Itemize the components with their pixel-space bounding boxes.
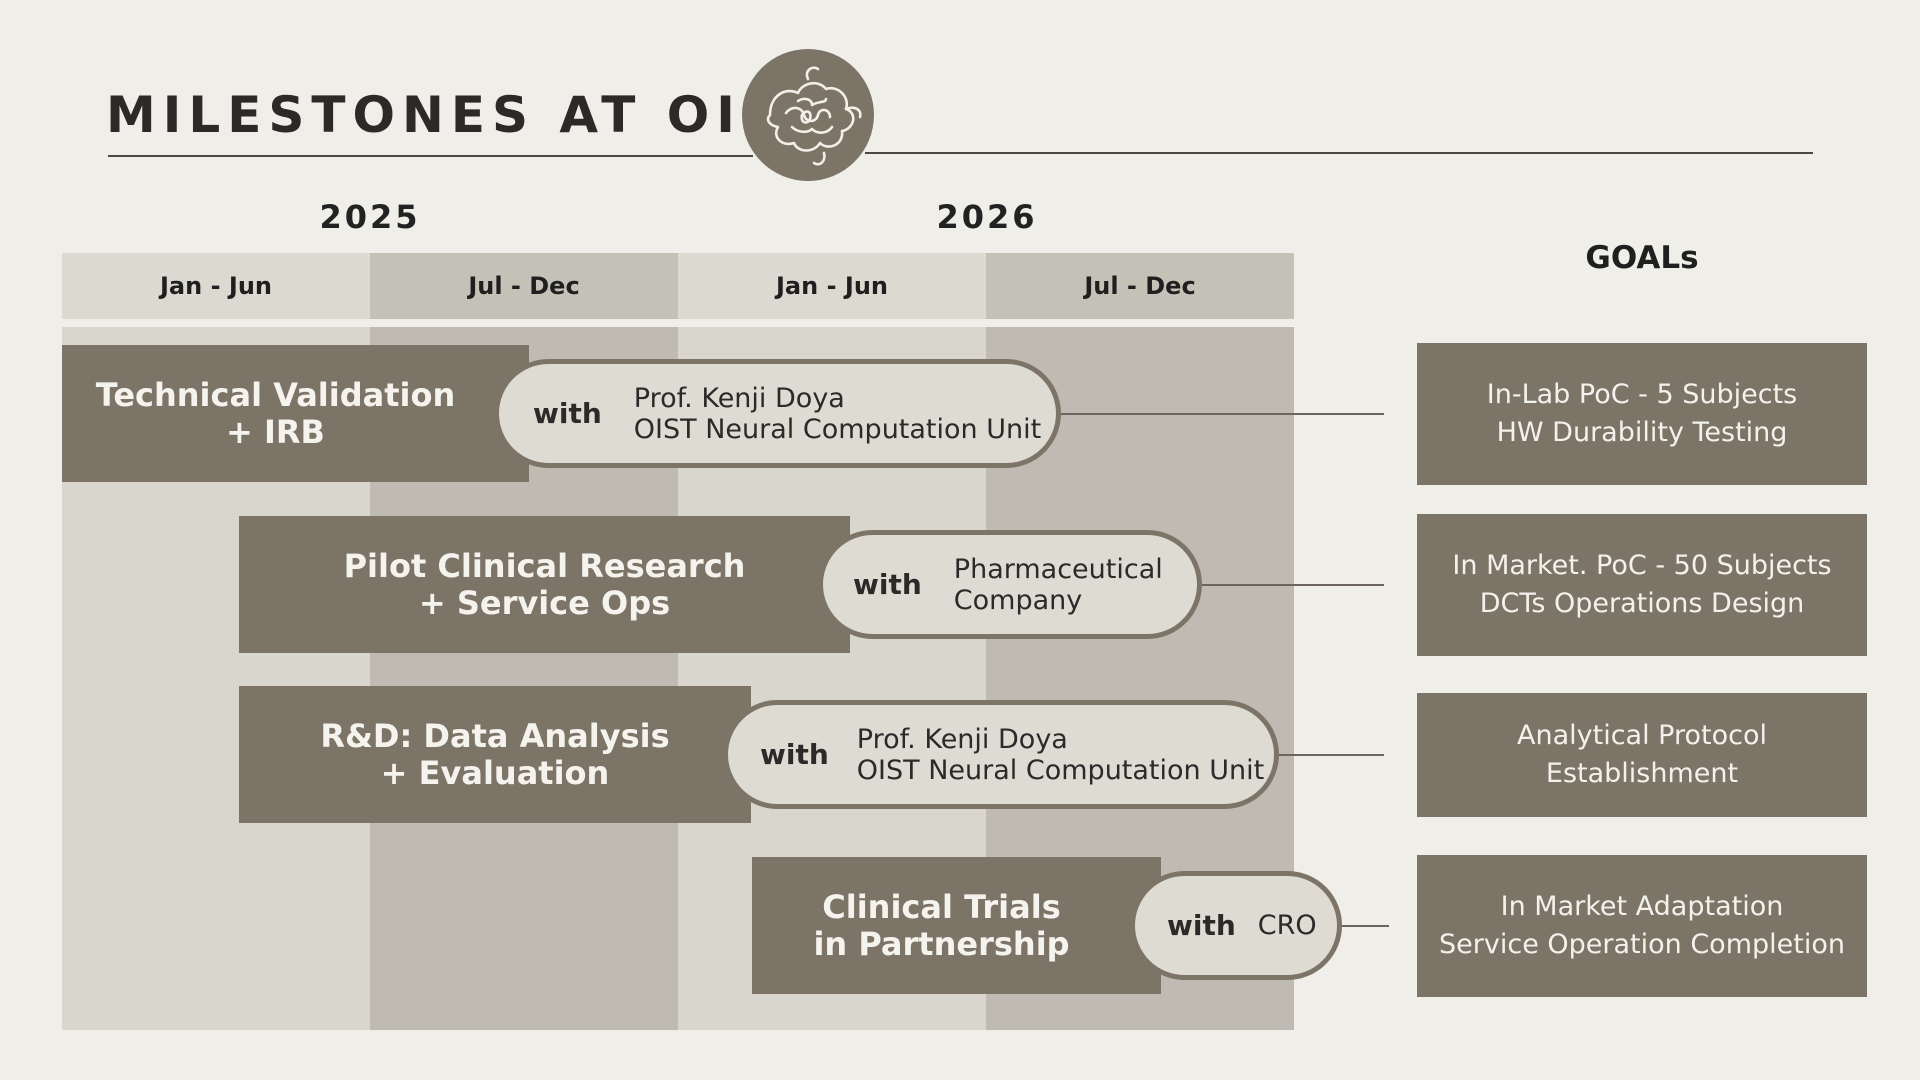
milestone-rnd-data-analysis: R&D: Data Analysis + Evaluation xyxy=(239,686,751,823)
title-divider-left xyxy=(108,155,753,157)
connector-line xyxy=(1198,584,1384,586)
with-label: with xyxy=(1167,909,1236,942)
with-label: with xyxy=(760,738,829,771)
period-header-2025-h2: Jul - Dec xyxy=(370,253,678,319)
partner-pill: with Prof. Kenji Doya OIST Neural Comput… xyxy=(494,359,1061,468)
page-title: MILESTONES AT OIST xyxy=(106,86,826,144)
with-label: with xyxy=(533,397,602,430)
goals-heading: GOALs xyxy=(1585,240,1699,276)
goal-text: Analytical Protocol Establishment xyxy=(1517,720,1767,789)
milestone-clinical-trials: Clinical Trials in Partnership xyxy=(752,857,1161,994)
partner-pill: with Pharmaceutical Company xyxy=(818,530,1202,639)
partner-name: Pharmaceutical Company xyxy=(953,553,1163,616)
year-label-2026: 2026 xyxy=(936,198,1038,236)
goal-box: In Market Adaptation Service Operation C… xyxy=(1417,855,1867,997)
neural-swirl-logo-icon xyxy=(742,49,874,181)
milestone-technical-validation: Technical Validation + IRB xyxy=(62,345,529,482)
connector-line xyxy=(1275,754,1384,756)
partner-pill: with CRO xyxy=(1130,871,1342,980)
goal-box: Analytical Protocol Establishment xyxy=(1417,693,1867,817)
goal-box: In-Lab PoC - 5 Subjects HW Durability Te… xyxy=(1417,343,1867,485)
milestone-title: Pilot Clinical Research + Service Ops xyxy=(343,546,746,622)
partner-name: Prof. Kenji Doya OIST Neural Computation… xyxy=(633,382,1042,445)
period-header-2026-h1: Jan - Jun xyxy=(678,253,986,319)
milestone-title: Technical Validation + IRB xyxy=(95,375,456,451)
milestone-title: Clinical Trials in Partnership xyxy=(813,887,1070,963)
goal-text: In-Lab PoC - 5 Subjects HW Durability Te… xyxy=(1486,379,1798,448)
partner-pill: with Prof. Kenji Doya OIST Neural Comput… xyxy=(723,700,1279,809)
title-divider-right xyxy=(865,152,1813,154)
period-header-2025-h1: Jan - Jun xyxy=(62,253,370,319)
goal-text: In Market Adaptation Service Operation C… xyxy=(1439,891,1845,960)
goal-box: In Market. PoC - 50 Subjects DCTs Operat… xyxy=(1417,514,1867,656)
partner-name: CRO xyxy=(1257,910,1317,941)
connector-line xyxy=(1060,413,1384,415)
goal-text: In Market. PoC - 50 Subjects DCTs Operat… xyxy=(1452,550,1832,619)
year-label-2025: 2025 xyxy=(319,198,421,236)
with-label: with xyxy=(853,568,922,601)
period-header-2026-h2: Jul - Dec xyxy=(986,253,1294,319)
milestone-pilot-clinical-research: Pilot Clinical Research + Service Ops xyxy=(239,516,850,653)
milestone-title: R&D: Data Analysis + Evaluation xyxy=(320,716,670,792)
connector-line xyxy=(1335,925,1389,927)
partner-name: Prof. Kenji Doya OIST Neural Computation… xyxy=(856,723,1265,786)
